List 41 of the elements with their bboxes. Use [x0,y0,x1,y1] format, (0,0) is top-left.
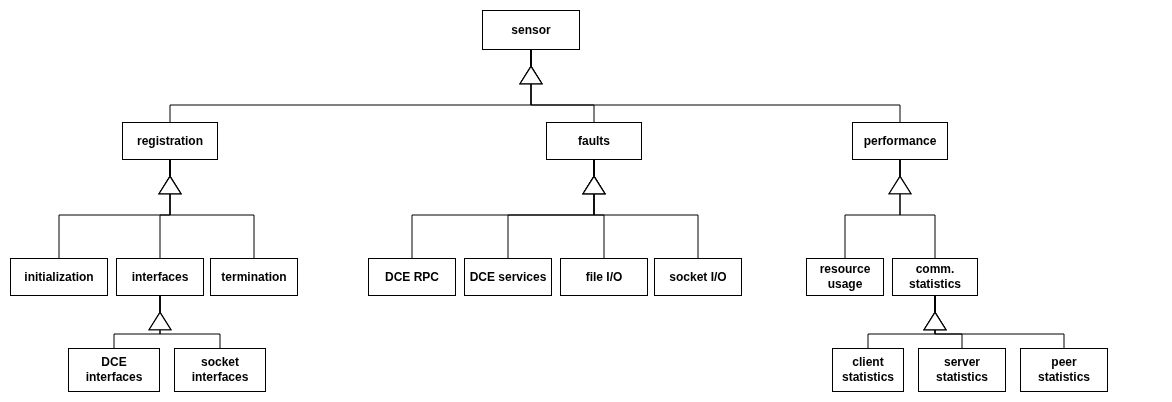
class-name: socket interfaces [190,355,250,385]
class-box [10,258,108,296]
class-name: performance [863,133,937,149]
class-name: file I/O [585,269,623,285]
class-box [892,258,978,296]
class-box [122,122,218,160]
class-box [546,122,642,160]
class-name: DCE RPC [385,269,439,285]
class-name: faults [578,133,610,149]
class-name: client statistics [841,355,895,385]
class-name: peer statistics [1037,355,1091,385]
class-box [918,348,1006,392]
class-box [368,258,456,296]
class-name: interfaces [131,269,189,285]
class-name: DCE services [469,269,547,285]
class-box [1020,348,1108,392]
class-box [560,258,648,296]
generalization-arrow [923,295,1065,349]
class-name: registration [137,133,203,149]
class-name: socket I/O [669,269,727,285]
class-box [832,348,904,392]
class-name: termination [221,269,287,285]
class-box [482,10,580,50]
class-box [852,122,948,160]
class-box [464,258,552,296]
class-name: resource usage [818,262,872,292]
class-name: DCE interfaces [84,355,144,385]
generalization-arrow [148,295,221,349]
generalization-arrow [158,159,255,259]
class-name: comm. statistics [908,262,962,292]
class-name: initialization [24,269,94,285]
class-box [654,258,742,296]
class-box [174,348,266,392]
class-name: sensor [511,22,551,38]
class-box [68,348,160,392]
class-name: server statistics [935,355,989,385]
class-box [116,258,204,296]
class-box [210,258,298,296]
generalization-arrow [888,159,936,259]
generalization-arrow [519,49,901,123]
class-box [806,258,884,296]
